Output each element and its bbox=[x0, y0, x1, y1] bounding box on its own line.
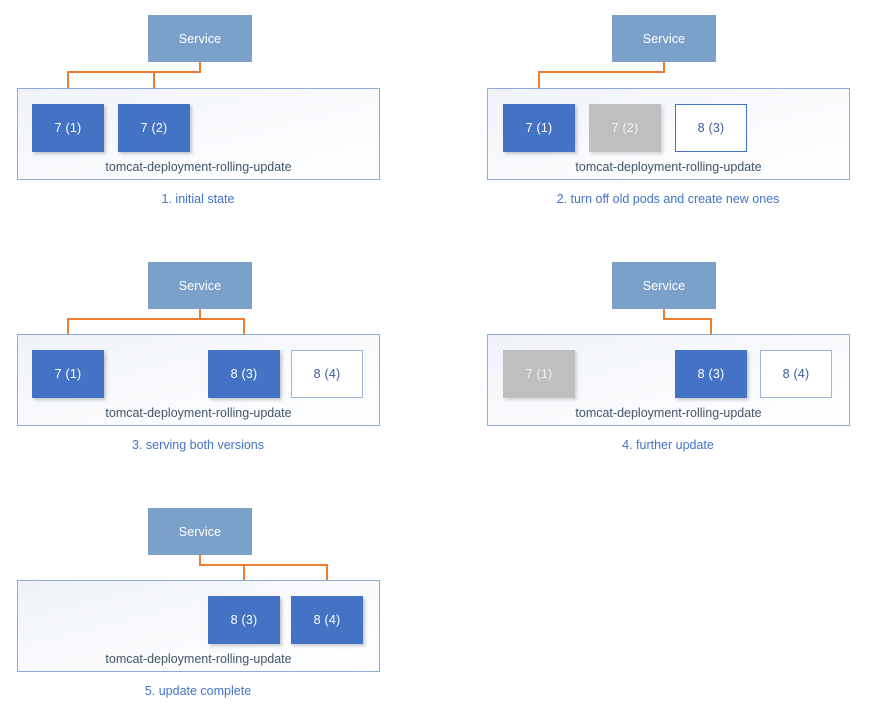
pod-box[interactable]: 7 (1) bbox=[32, 104, 104, 152]
service-box[interactable]: Service bbox=[148, 262, 252, 309]
deployment-name-label: tomcat-deployment-rolling-update bbox=[105, 652, 292, 666]
pod-box[interactable]: 7 (1) bbox=[503, 350, 575, 398]
service-box[interactable]: Service bbox=[148, 15, 252, 62]
step-caption: 3. serving both versions bbox=[131, 438, 264, 452]
step-caption: 1. initial state bbox=[161, 192, 235, 206]
pod-box[interactable]: 8 (4) bbox=[291, 350, 363, 398]
pod-box[interactable]: 7 (1) bbox=[32, 350, 104, 398]
service-box[interactable]: Service bbox=[148, 508, 252, 555]
pod-box[interactable]: 7 (1) bbox=[503, 104, 575, 152]
deployment-name-label: tomcat-deployment-rolling-update bbox=[105, 160, 292, 174]
pod-box[interactable]: 8 (4) bbox=[291, 596, 363, 644]
pod-box[interactable]: 8 (3) bbox=[675, 104, 747, 152]
pod-box[interactable]: 7 (2) bbox=[589, 104, 661, 152]
deployment-name-label: tomcat-deployment-rolling-update bbox=[575, 406, 762, 420]
step-caption: 5. update complete bbox=[144, 684, 252, 698]
step-caption: 2. turn off old pods and create new ones bbox=[556, 192, 780, 206]
pod-box[interactable]: 8 (3) bbox=[208, 350, 280, 398]
pod-box[interactable]: 8 (3) bbox=[675, 350, 747, 398]
service-box[interactable]: Service bbox=[612, 262, 716, 309]
step-caption: 4. further update bbox=[622, 438, 714, 452]
pod-box[interactable]: 8 (4) bbox=[760, 350, 832, 398]
deployment-name-label: tomcat-deployment-rolling-update bbox=[575, 160, 762, 174]
pod-box[interactable]: 7 (2) bbox=[118, 104, 190, 152]
pod-box[interactable]: 8 (3) bbox=[208, 596, 280, 644]
deployment-name-label: tomcat-deployment-rolling-update bbox=[105, 406, 292, 420]
service-box[interactable]: Service bbox=[612, 15, 716, 62]
